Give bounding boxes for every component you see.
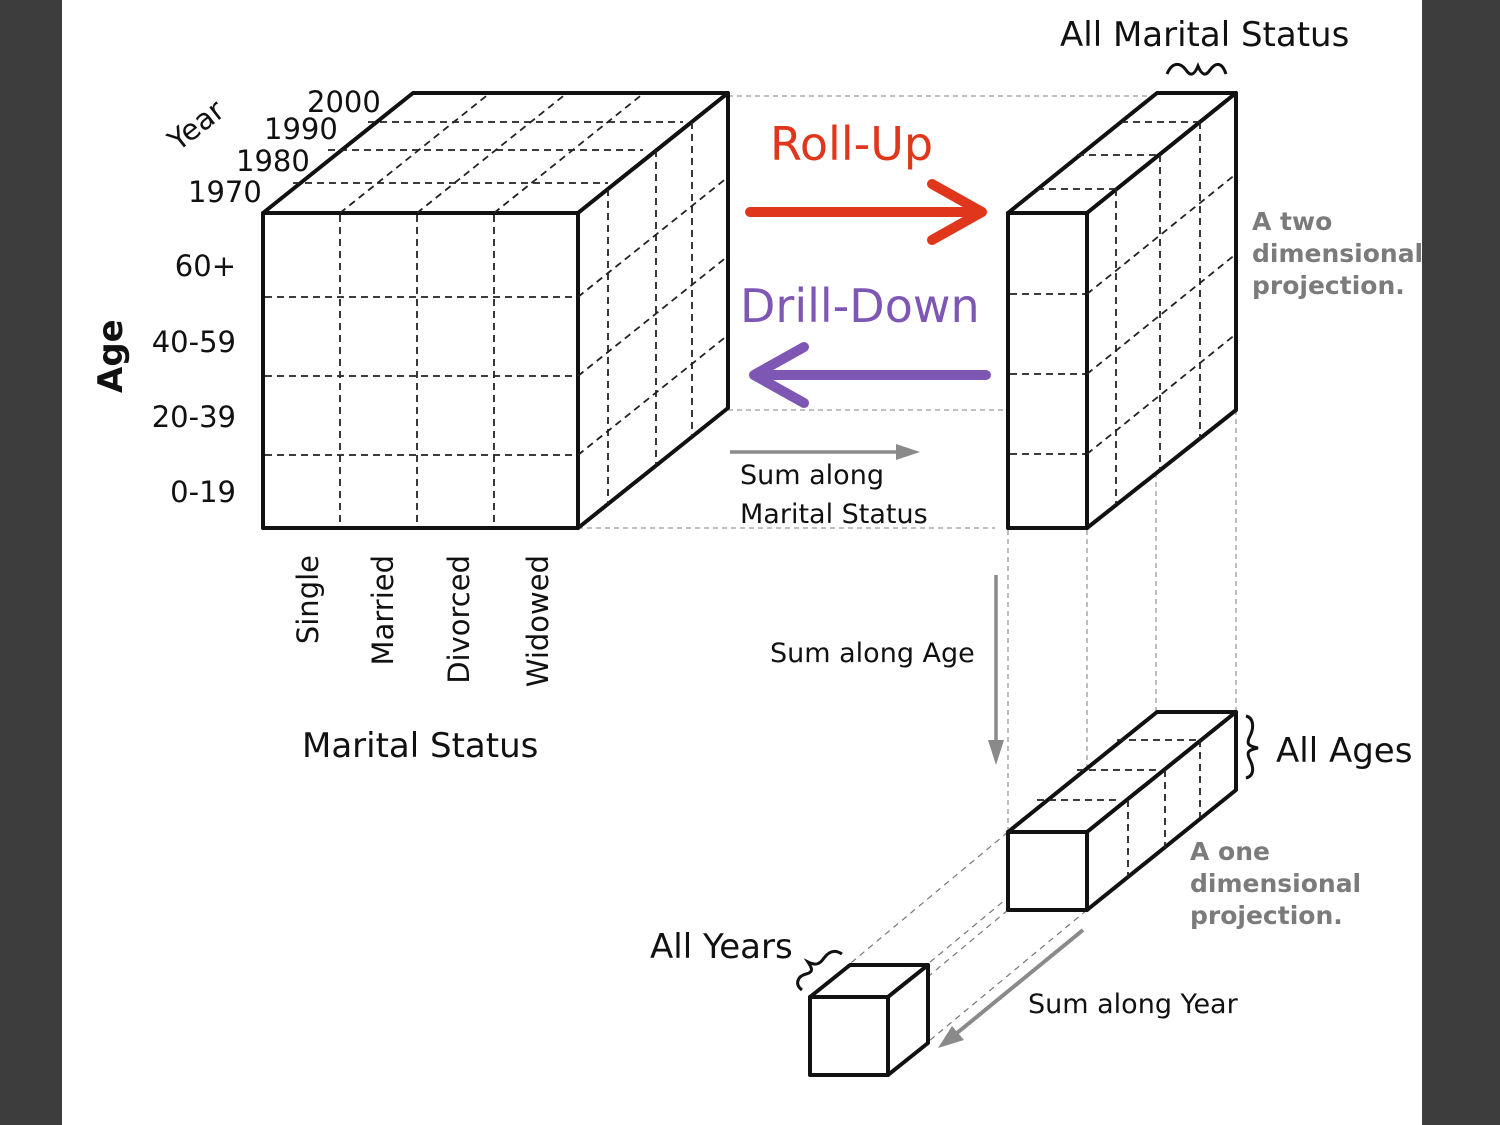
marital-label-widowed: Widowed — [521, 555, 555, 687]
age-label-60-plus: 60+ — [175, 249, 236, 283]
sum-marital-line1: Sum along — [740, 460, 884, 491]
two-dim-note-line3: projection. — [1252, 271, 1405, 300]
sum-year-label: Sum along Year — [1028, 989, 1239, 1020]
one-dim-note-line3: projection. — [1190, 901, 1343, 930]
two-dimensional-slab — [1006, 91, 1238, 530]
two-dim-note-line1: A two — [1252, 207, 1332, 236]
age-label-0-19: 0-19 — [170, 475, 236, 509]
sum-marital-line2: Marital Status — [740, 499, 928, 530]
year-label-1970: 1970 — [188, 175, 262, 209]
brace-all-ages — [1245, 714, 1259, 780]
marital-label-divorced: Divorced — [442, 555, 476, 684]
marital-label-single: Single — [291, 555, 325, 644]
marital-label-married: Married — [366, 555, 400, 665]
olap-cube-diagram: Year 2000 1990 1980 1970 Age 60+ 40-59 2… — [91, 15, 1422, 1077]
one-dim-note-line1: A one — [1190, 837, 1270, 866]
marital-axis-label: Marital Status — [302, 726, 538, 766]
age-label-40-59: 40-59 — [152, 325, 236, 359]
drill-down-arrow — [749, 342, 991, 408]
age-axis-label: Age — [91, 319, 131, 393]
all-ages-label: All Ages — [1276, 731, 1412, 771]
one-dim-note-line2: dimensional — [1190, 869, 1361, 898]
roll-up-label: Roll-Up — [770, 117, 933, 171]
data-cube — [261, 91, 730, 530]
one-dimensional-bar — [1006, 710, 1238, 912]
year-label-1990: 1990 — [264, 112, 338, 146]
drill-down-label: Drill-Down — [740, 279, 980, 333]
year-label-2000: 2000 — [307, 85, 381, 119]
all-marital-status-label: All Marital Status — [1060, 15, 1349, 55]
year-label-1980: 1980 — [236, 144, 310, 178]
two-dim-note-line2: dimensional — [1252, 239, 1422, 268]
total-cell — [808, 963, 930, 1077]
brace-all-years — [796, 949, 843, 992]
sum-age-label: Sum along Age — [770, 638, 975, 669]
roll-up-arrow — [745, 179, 987, 245]
all-years-label: All Years — [650, 927, 793, 967]
sum-year-arrow — [938, 928, 1085, 1048]
sum-age-arrow — [988, 575, 1004, 765]
year-axis-label: Year — [161, 93, 231, 158]
sum-marital-arrow — [730, 444, 920, 460]
brace-all-marital — [1165, 61, 1228, 76]
slide: Year 2000 1990 1980 1970 Age 60+ 40-59 2… — [62, 0, 1422, 1125]
age-label-20-39: 20-39 — [152, 400, 236, 434]
